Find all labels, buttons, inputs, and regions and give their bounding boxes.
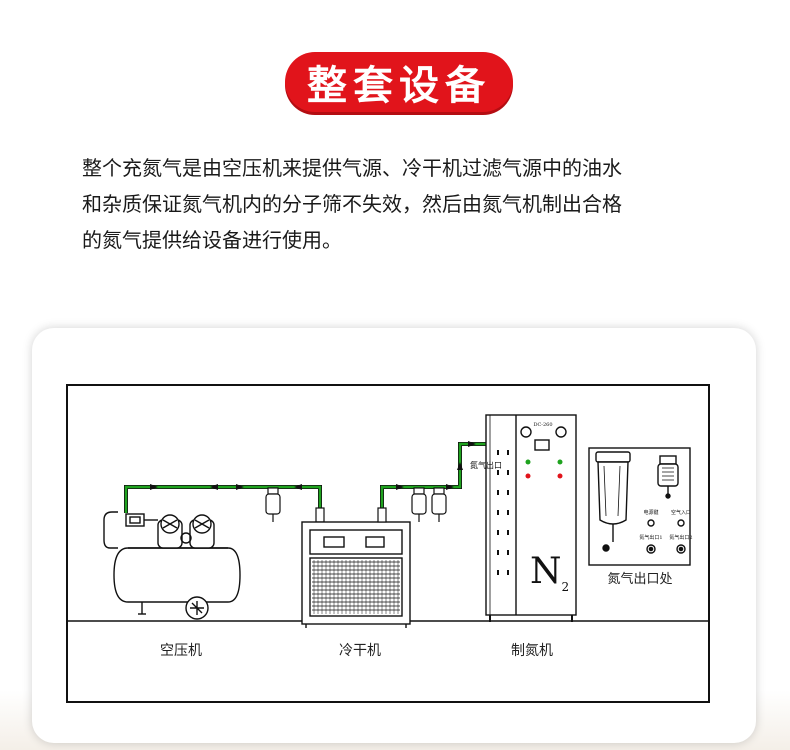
nitrogen-symbol: N2 [530, 551, 569, 594]
nitrogen-generator [485, 414, 577, 622]
title-badge: 整套设备 [285, 52, 513, 112]
nitrogen-symbol-sub: 2 [562, 580, 570, 594]
caption-generator: 制氮机 [511, 643, 553, 659]
intro-paragraph: 整个充氮气是由空压机来提供气源、冷干机过滤气源中的油水 和杂质保证氮气机内的分子… [82, 150, 722, 258]
diagram-frame [66, 384, 710, 703]
intro-line-1: 整个充氮气是由空压机来提供气源、冷干机过滤气源中的油水 [82, 156, 622, 180]
caption-compressor: 空压机 [160, 643, 202, 659]
page-title: 整套设备 [307, 63, 491, 109]
nitrogen-symbol-main: N [530, 551, 562, 592]
pipe-dryer-to-generator [377, 441, 486, 523]
caption-dryer: 冷干机 [339, 643, 381, 659]
outlet-n2-outlet2-label: 氮气出口2 [669, 534, 692, 541]
air-compressor [103, 511, 241, 620]
caption-outlet: 氮气出口处 [607, 571, 672, 587]
refrigerated-dryer [301, 521, 411, 628]
intro-line-2: 和杂质保证氮气机内的分子筛不失效，然后由氮气机制出合格 [82, 192, 622, 216]
nitrogen-outlet-panel [588, 447, 691, 566]
outlet-power-label: 电源键 [643, 509, 658, 516]
generator-model-label: DC-260 [533, 422, 552, 428]
pipe-compressor-to-dryer [124, 484, 325, 523]
outlet-n2-outlet1-label: 氮气出口1 [639, 534, 662, 541]
intro-line-3: 的氮气提供给设备进行使用。 [82, 228, 342, 252]
generator-outlet-tag: 氮气出口 [470, 460, 502, 470]
outlet-air-inlet-label: 空气入口 [671, 509, 691, 516]
